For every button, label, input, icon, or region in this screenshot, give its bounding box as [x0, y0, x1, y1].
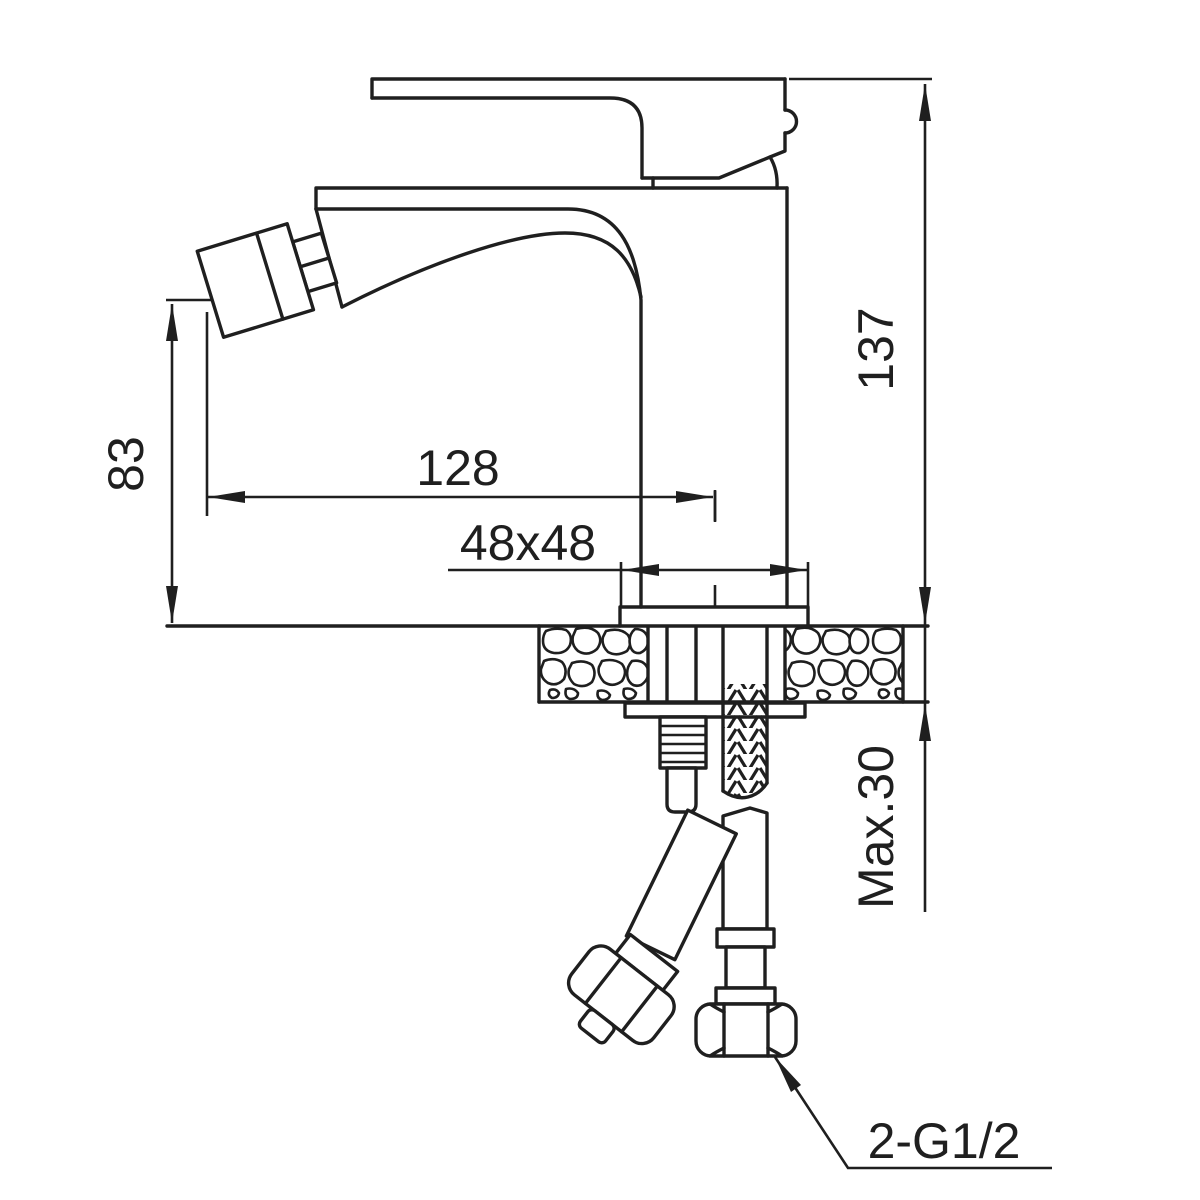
base-plate: [618, 605, 810, 628]
mounting-washer: [623, 701, 807, 719]
dimension-spout-reach: 128: [205, 312, 717, 521]
deck-hatch-left: [540, 627, 648, 701]
dimension-total-height: 137: [789, 77, 932, 912]
label-spout-reach: 128: [416, 440, 499, 496]
aerator-nozzle: [195, 222, 339, 339]
hose-collar-right-1: [715, 927, 776, 949]
hose-collar-right-2: [714, 986, 777, 1006]
stud-end: [665, 766, 698, 814]
dimension-base-size: 48x48: [448, 515, 810, 606]
label-deck-thickness: Max.30: [848, 745, 904, 909]
dimension-spout-height: 83: [98, 298, 213, 623]
handle-pivot-bump: [783, 108, 799, 135]
hose-fitting-left: [566, 932, 680, 1046]
supply-hose-upper-segment: [721, 625, 769, 800]
label-spout-height: 83: [98, 436, 154, 492]
handle-lever: [370, 77, 799, 190]
supply-hose-left: [624, 808, 738, 962]
mounting-stud-shaft: [665, 625, 698, 704]
hose-fitting-right: [694, 927, 798, 1058]
leader-connection-thread: 2-G1/2: [773, 1056, 1052, 1170]
hose-tip-left: [577, 1008, 616, 1045]
label-connection-thread: 2-G1/2: [868, 1113, 1021, 1169]
hose-tube-right: [724, 945, 767, 990]
deck-hatch-right: [785, 627, 903, 701]
cartridge-cap: [314, 186, 789, 211]
faucet-body: [314, 186, 810, 628]
leader-line: [773, 1056, 1052, 1170]
dimension-deck-thickness: Max.30: [848, 704, 931, 909]
hex-nut-right: [694, 1002, 798, 1058]
supply-hose-right: [721, 806, 769, 931]
label-total-height: 137: [848, 307, 904, 390]
thread-lines: [660, 724, 706, 764]
mounting-nut: [658, 715, 708, 814]
mounting-hardware: [566, 625, 807, 1058]
aerator-ring: [254, 231, 285, 321]
countertop-deck: [165, 624, 930, 704]
label-base-size: 48x48: [460, 515, 596, 571]
spout-inner-curve: [340, 231, 643, 309]
aerator-body: [195, 222, 316, 339]
